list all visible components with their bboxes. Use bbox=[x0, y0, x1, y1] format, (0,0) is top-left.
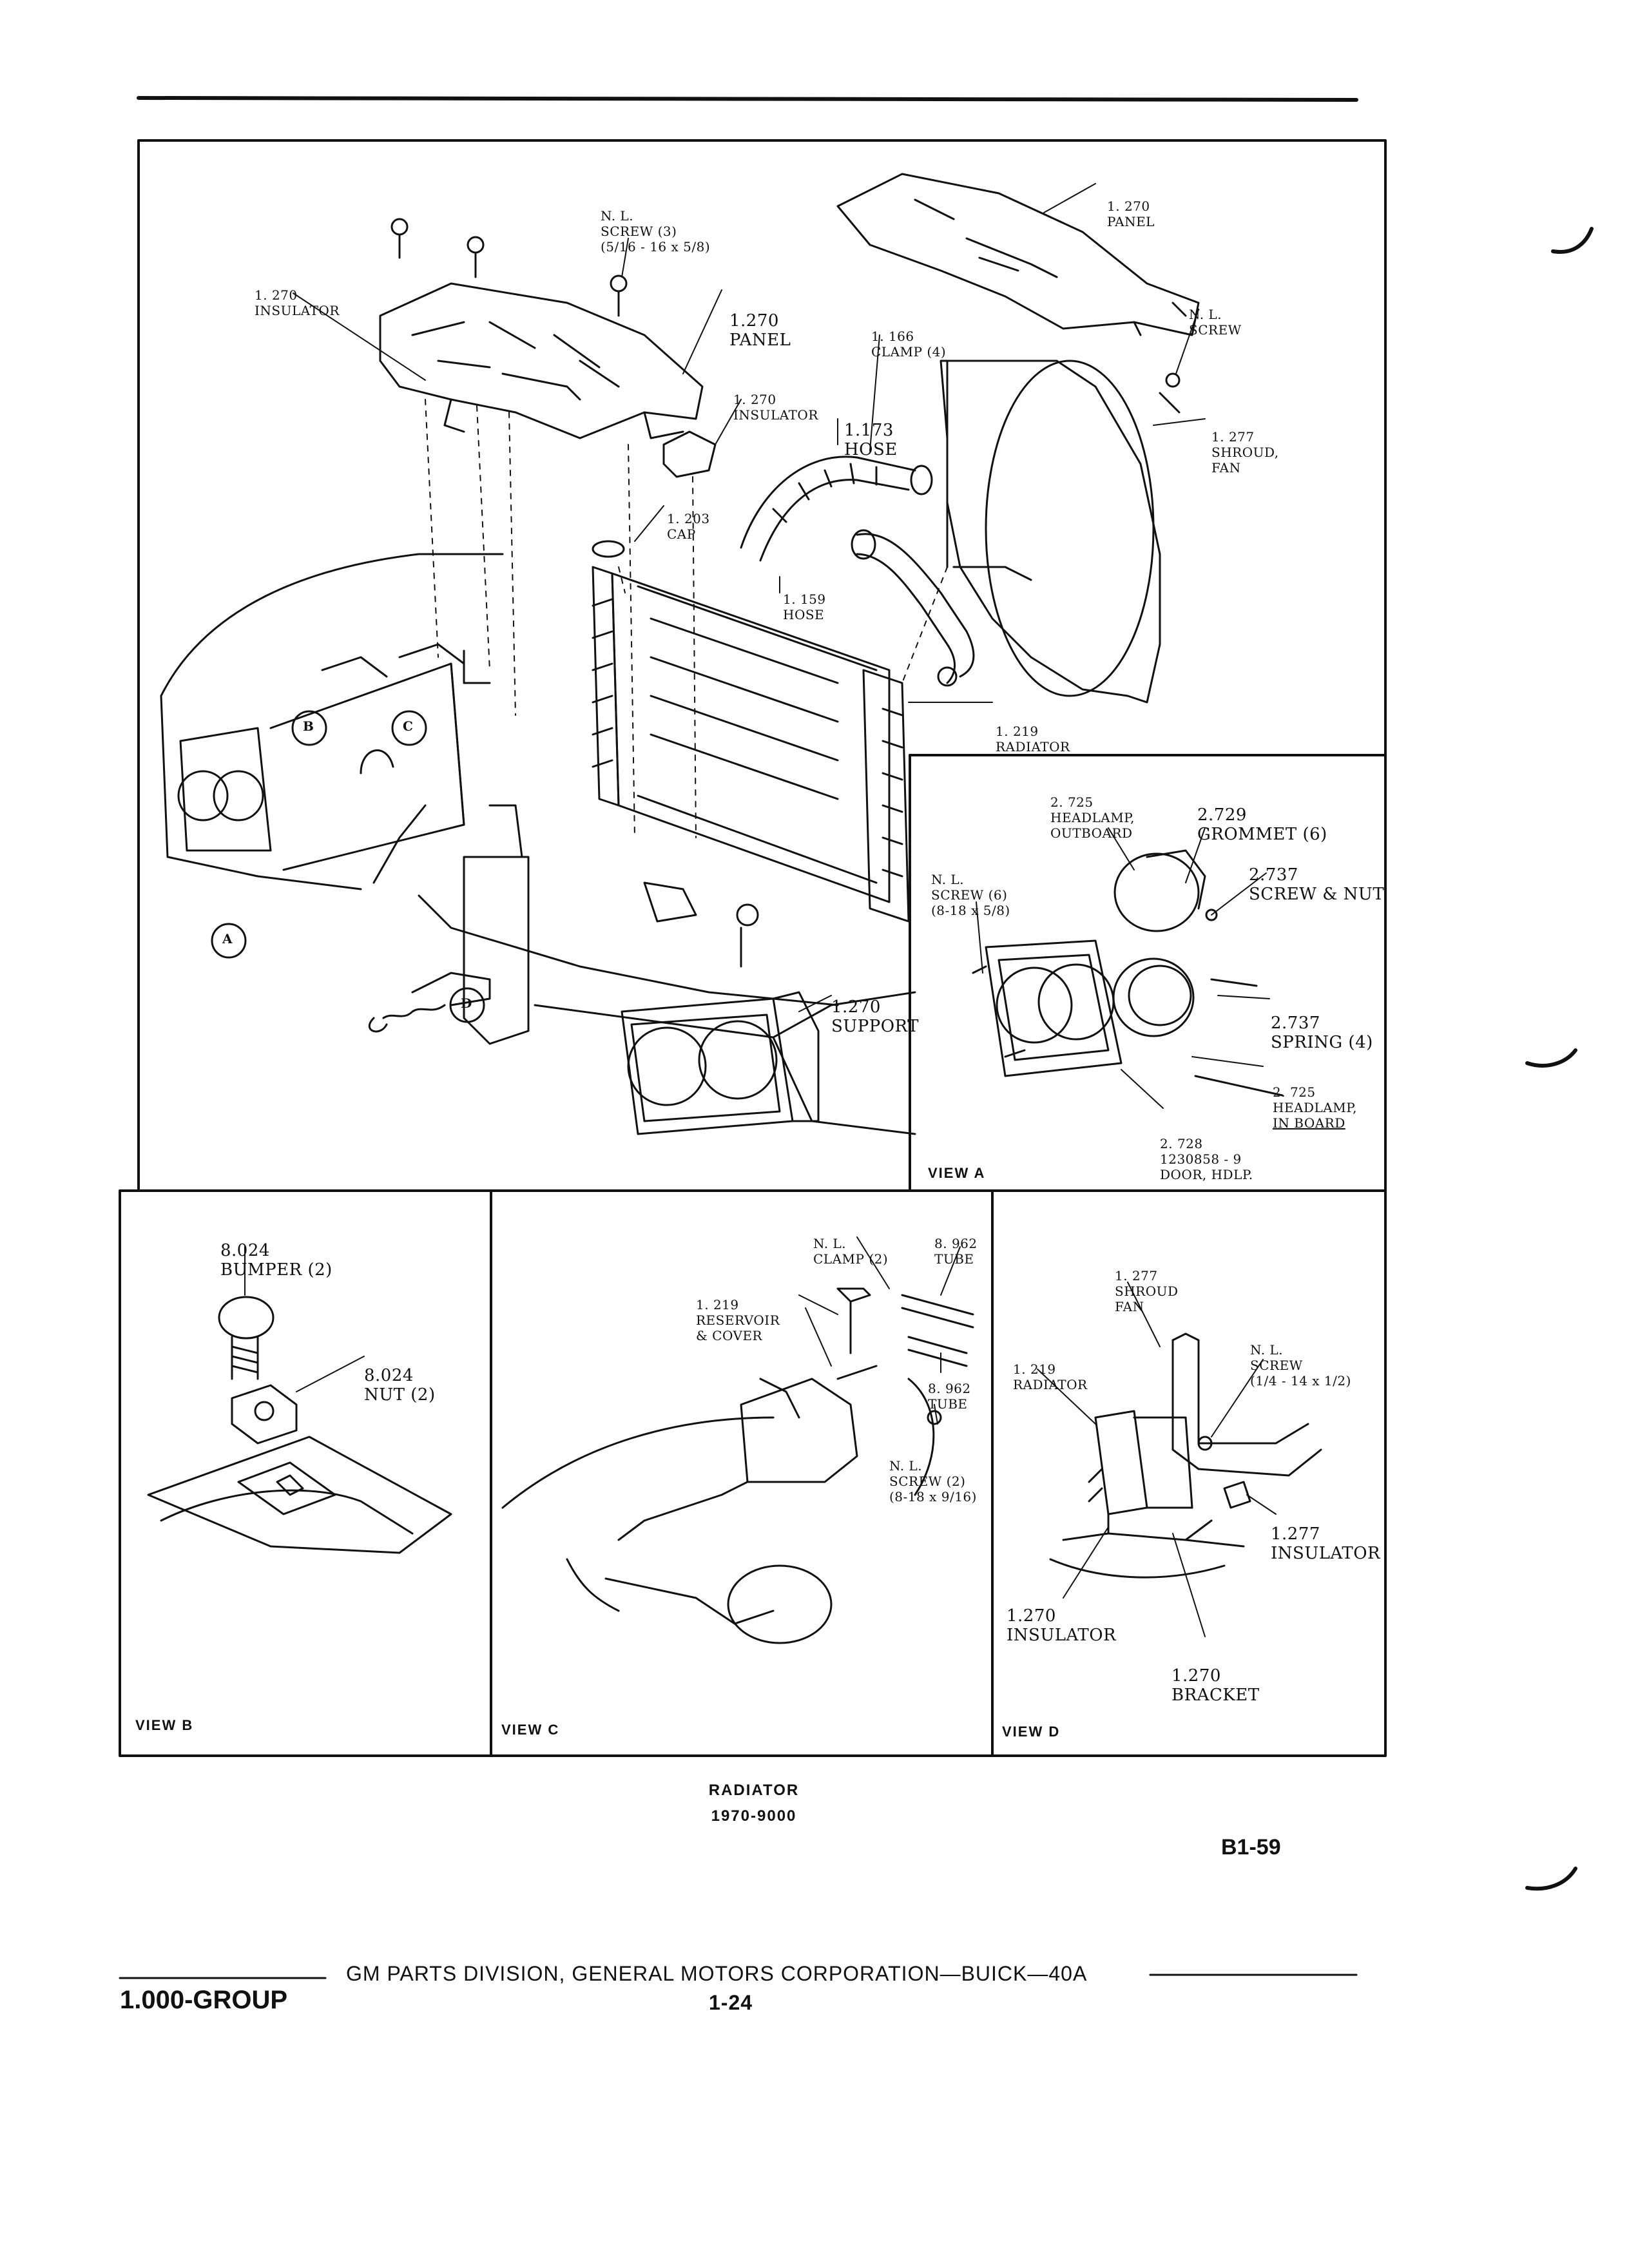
view-a-drawing bbox=[972, 849, 1284, 1097]
upper-hose bbox=[740, 456, 933, 562]
front-end-sheetmetal bbox=[160, 553, 504, 890]
view-c-drawing bbox=[501, 1287, 974, 1644]
upper-panel-left bbox=[379, 282, 717, 478]
view-c-title: VIEW C bbox=[501, 1722, 560, 1738]
footer-text: GM PARTS DIVISION, GENERAL MOTORS CORPOR… bbox=[346, 1962, 1088, 1985]
leader-lines-view-b bbox=[244, 1246, 365, 1392]
leader-lines-view-c bbox=[798, 1236, 961, 1425]
leader-lines-view-d bbox=[1037, 1282, 1277, 1637]
label-nl-screw-top: N. L.SCREW (3)(5/16 - 16 x 5/8) bbox=[601, 208, 711, 255]
label-view-d-nl-screw: N. L.SCREW(1/4 - 14 x 1/2) bbox=[1250, 1342, 1351, 1389]
leader-lines-main bbox=[293, 183, 1206, 1012]
radiator-core bbox=[592, 566, 910, 923]
view-b-drawing bbox=[147, 1296, 452, 1554]
lower-headlamp-bezel bbox=[621, 991, 820, 1135]
view-d-drawing bbox=[1049, 1332, 1322, 1579]
caption-title: RADIATOR bbox=[708, 1782, 800, 1799]
insulator-part bbox=[662, 430, 717, 478]
label-view-c-nl-screw: N. L.SCREW (2)(8-18 x 9/16) bbox=[889, 1458, 977, 1504]
footer-page-number: 1-24 bbox=[709, 1991, 753, 2014]
view-a-title: VIEW A bbox=[928, 1165, 986, 1181]
callout-a: A bbox=[222, 931, 233, 947]
margin-marks bbox=[1525, 227, 1594, 1891]
callout-circles bbox=[211, 710, 485, 1023]
label-nl-screw-right: N. L.SCREW bbox=[1189, 307, 1242, 338]
upper-panel-right bbox=[836, 173, 1200, 336]
lower-hose bbox=[851, 529, 975, 687]
label-nl-clamp: N. L.CLAMP (2) bbox=[813, 1236, 889, 1267]
leader-lines-view-a bbox=[976, 827, 1270, 1109]
screws-top-left bbox=[390, 218, 628, 317]
page-code: B1-59 bbox=[1221, 1835, 1281, 1860]
hood-latch bbox=[368, 972, 491, 1033]
exploded-guide-lines bbox=[425, 399, 948, 838]
lower-frame bbox=[119, 1189, 1387, 1757]
view-a-frame bbox=[909, 754, 1387, 1192]
footer-group: 1.000-GROUP bbox=[120, 1986, 288, 2014]
view-d-title: VIEW D bbox=[1002, 1724, 1061, 1740]
callout-d: D bbox=[461, 995, 472, 1011]
view-b-title: VIEW B bbox=[135, 1717, 194, 1733]
caption-years: 1970-9000 bbox=[711, 1807, 797, 1825]
label-view-a-nl-screw: N. L.SCREW (6)(8-18 x 5/8) bbox=[931, 872, 1010, 918]
radiator-cap bbox=[592, 540, 625, 558]
callout-b: B bbox=[303, 718, 314, 734]
callout-c: C bbox=[403, 718, 414, 734]
fan-shroud bbox=[940, 360, 1181, 704]
top-rule bbox=[137, 96, 1358, 102]
